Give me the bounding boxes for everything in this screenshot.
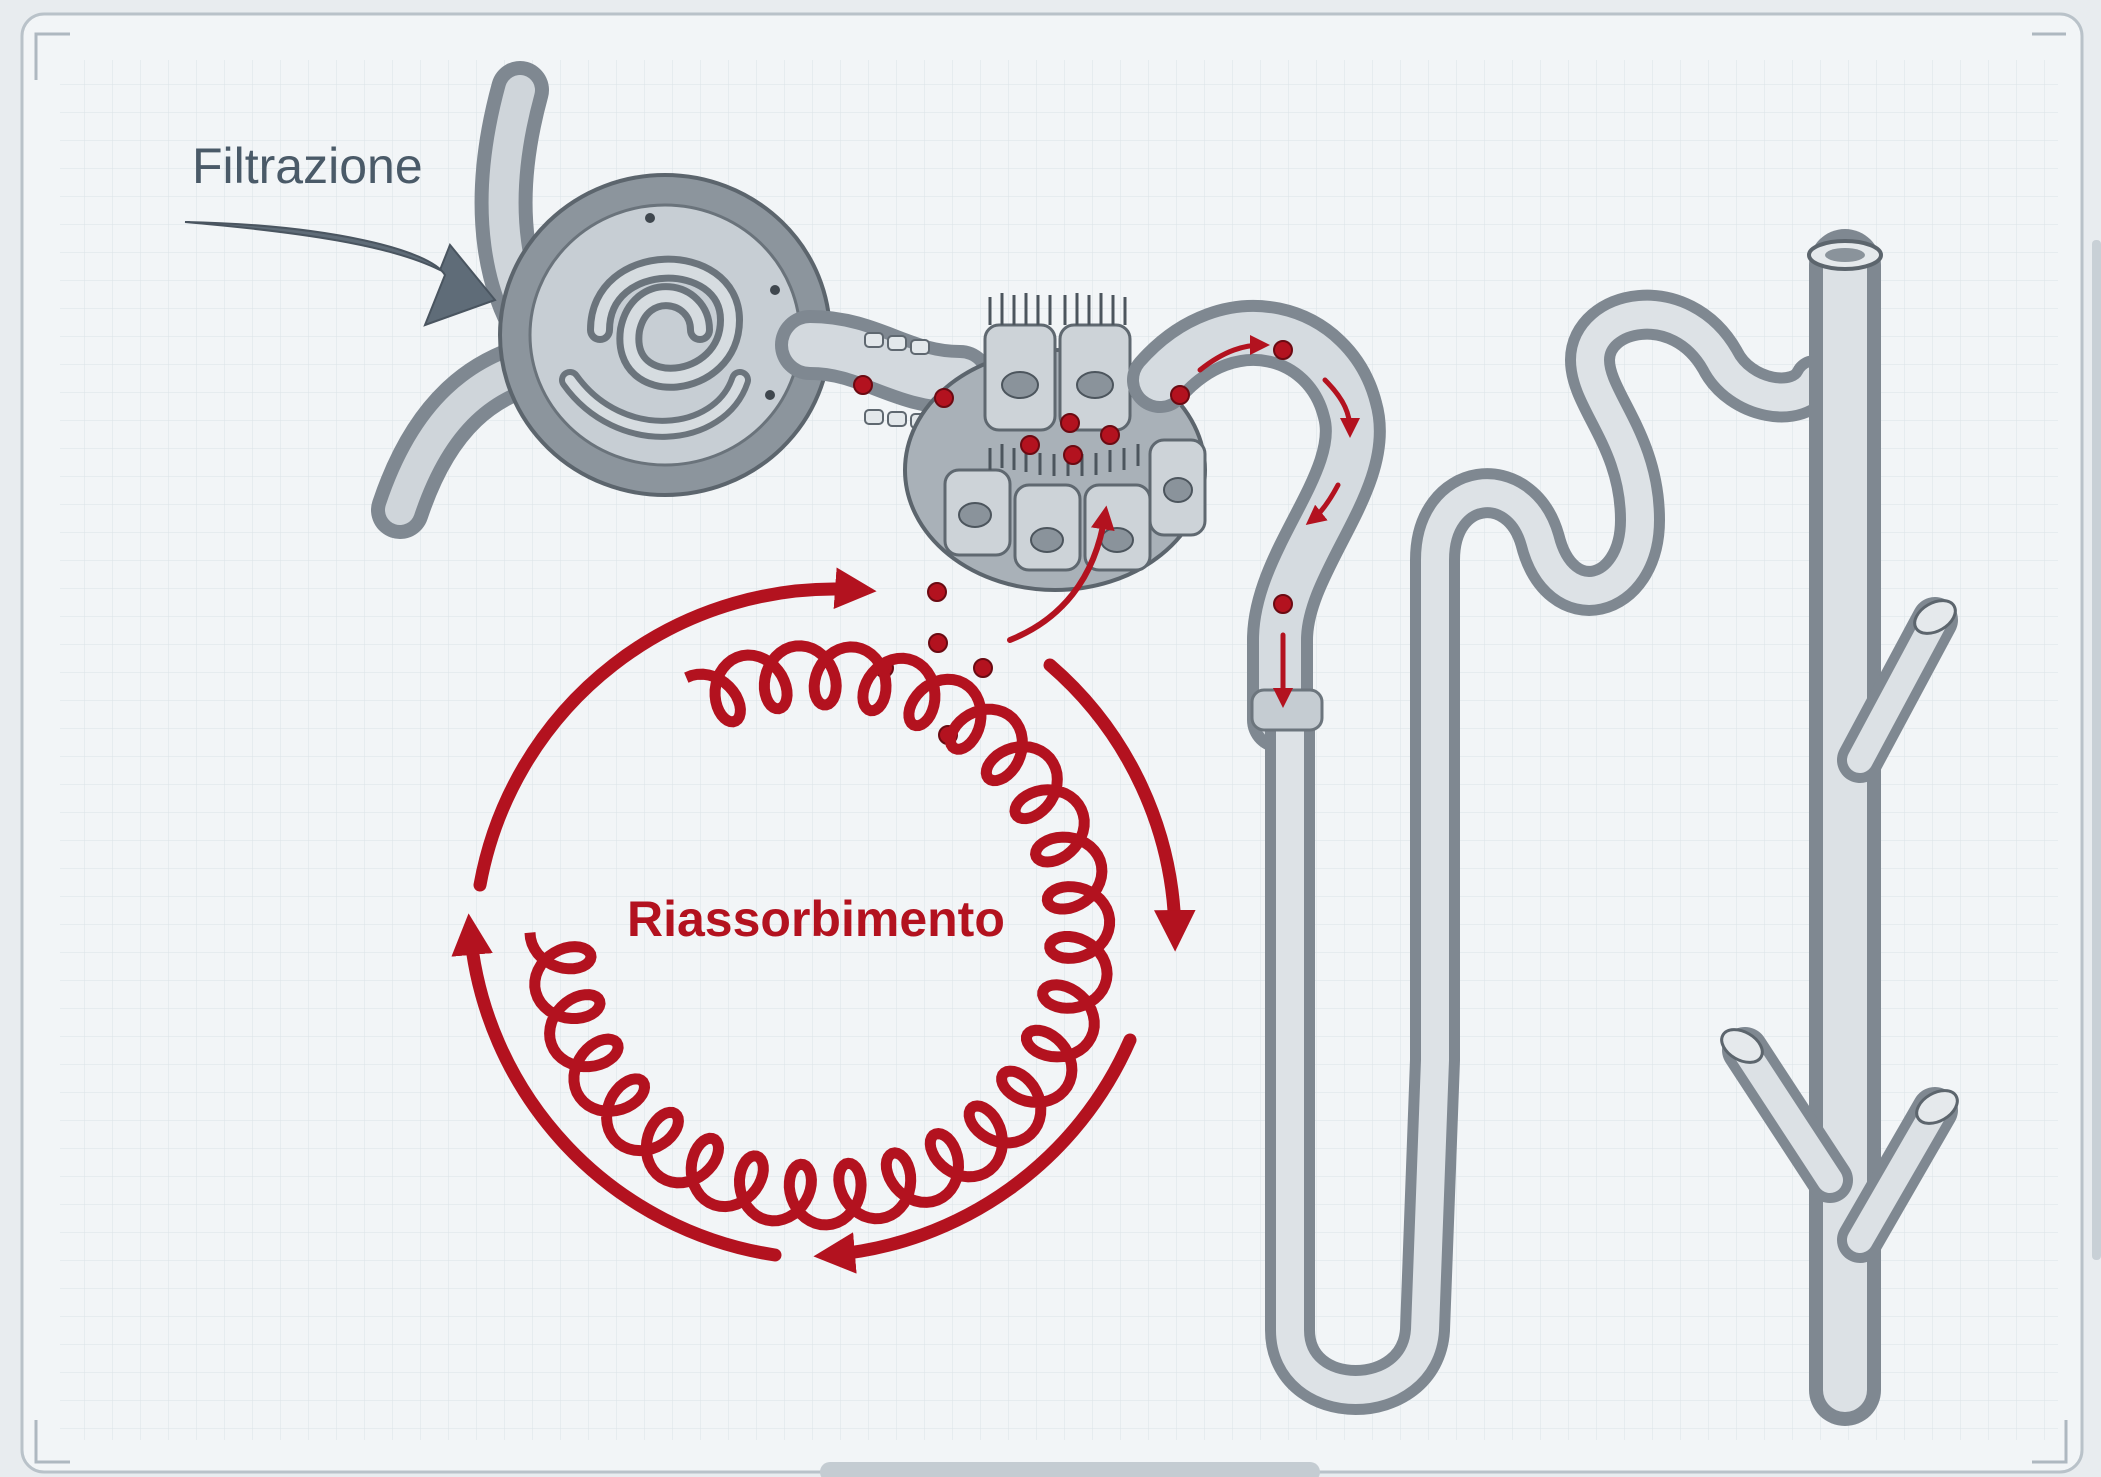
- bottom-handle[interactable]: [820, 1462, 1320, 1477]
- grid-background: [60, 60, 2058, 1440]
- filtration-label: Filtrazione: [192, 138, 423, 194]
- reabsorption-label: Riassorbimento: [627, 891, 1005, 947]
- scrollbar-hint[interactable]: [2092, 240, 2101, 1260]
